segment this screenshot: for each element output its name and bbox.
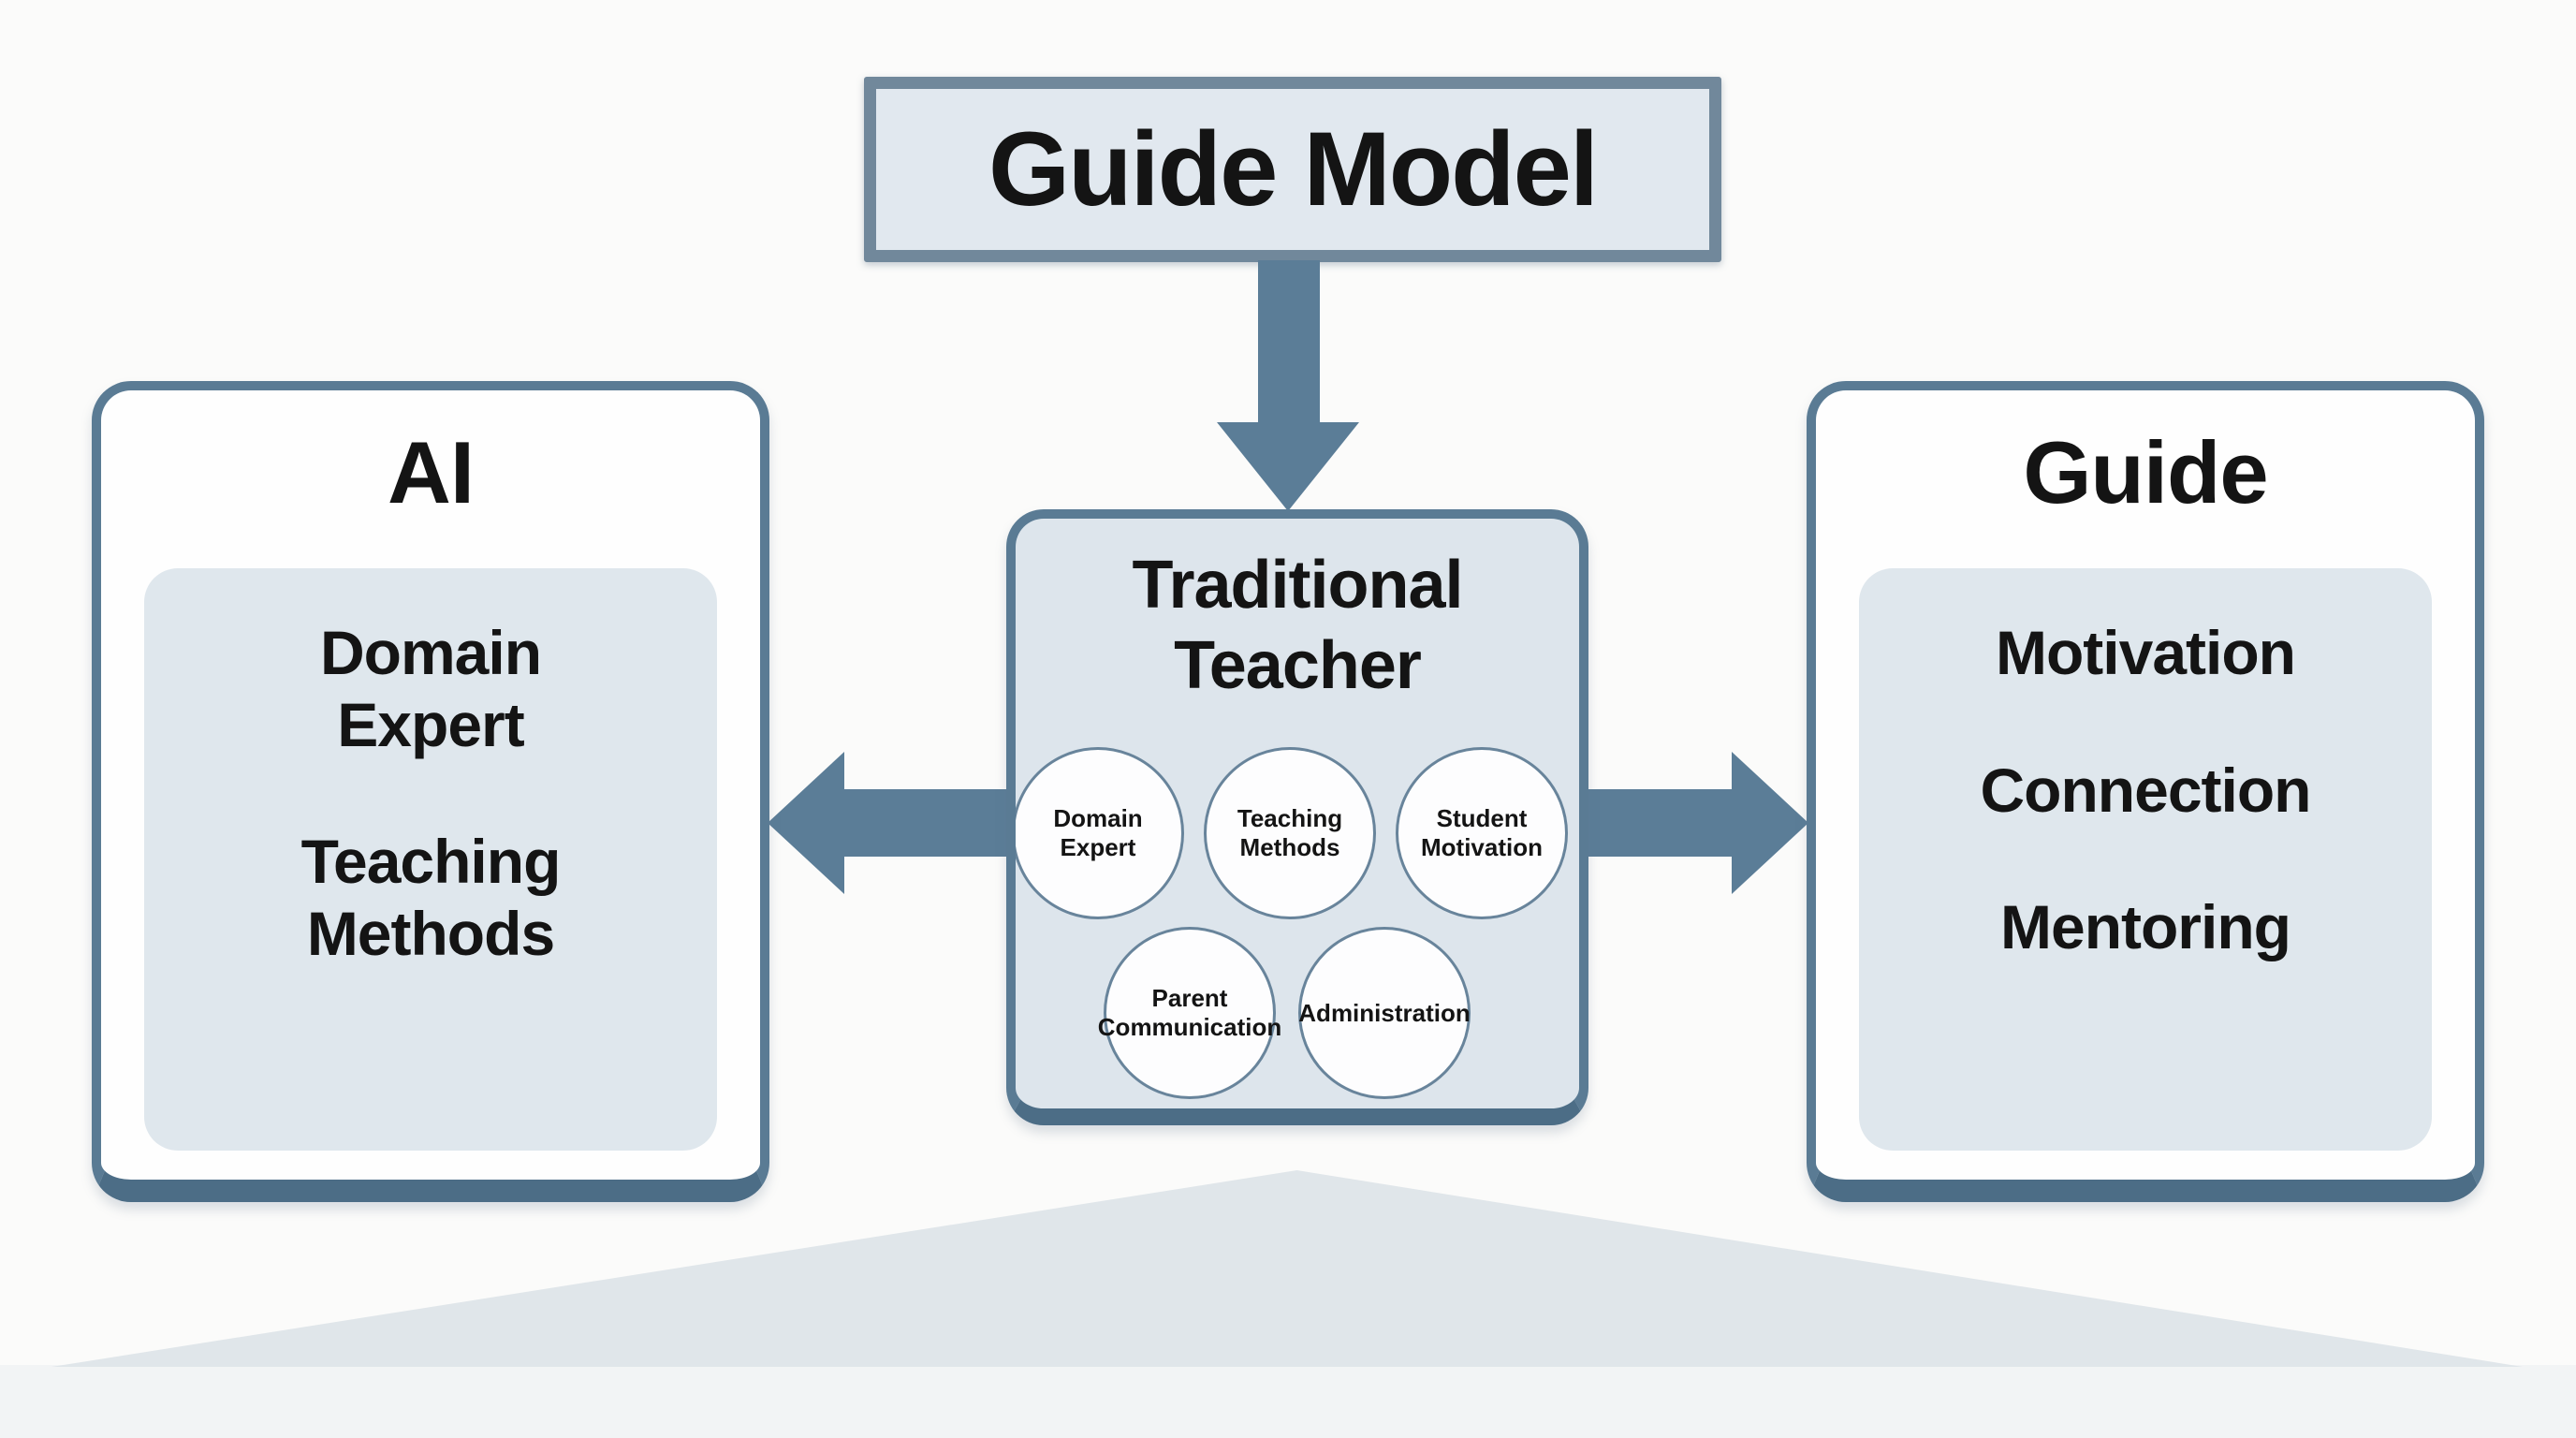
guide-box: Guide Motivation Connection Mentoring — [1807, 381, 2484, 1202]
ai-box-title: AI — [388, 423, 475, 521]
teacher-circle-domain-expert: Domain Expert — [1016, 747, 1184, 919]
teacher-circle-parent-communication: Parent Communication — [1098, 927, 1281, 1099]
ai-box: AI Domain Expert Teaching Methods — [92, 381, 769, 1202]
arrow-down-head — [1217, 422, 1359, 511]
guide-panel: Motivation Connection Mentoring — [1859, 568, 2432, 1151]
bottom-strip — [0, 1365, 2576, 1438]
ai-item-teaching-methods: Teaching Methods — [300, 827, 562, 968]
title-box: Guide Model — [864, 77, 1721, 262]
ai-panel: Domain Expert Teaching Methods — [144, 568, 717, 1151]
arrow-left-shaft — [841, 789, 1013, 857]
arrow-right-icon — [1584, 752, 1808, 894]
arrow-right-shaft — [1584, 789, 1735, 857]
teacher-circle-student-motivation: Student Motivation — [1396, 747, 1568, 919]
arrow-down-shaft — [1258, 260, 1320, 424]
guide-item-connection: Connection — [1980, 755, 2312, 825]
diagram-title: Guide Model — [988, 110, 1599, 227]
arrow-right-head — [1732, 752, 1808, 894]
guide-item-mentoring: Mentoring — [2000, 892, 2291, 962]
ai-item-domain-expert: Domain Expert — [319, 618, 542, 759]
teacher-circle-teaching-methods: Teaching Methods — [1204, 747, 1376, 919]
arrow-left-head — [768, 752, 844, 894]
arrow-left-icon — [768, 752, 1013, 894]
traditional-teacher-title: Traditional Teacher — [1132, 548, 1463, 704]
teacher-circle-administration: Administration — [1298, 927, 1471, 1099]
arrow-down-icon — [1217, 260, 1359, 511]
guide-item-motivation: Motivation — [1996, 618, 2296, 687]
guide-box-title: Guide — [2023, 423, 2268, 521]
traditional-teacher-box: Traditional Teacher Domain Expert Teachi… — [1006, 509, 1588, 1125]
